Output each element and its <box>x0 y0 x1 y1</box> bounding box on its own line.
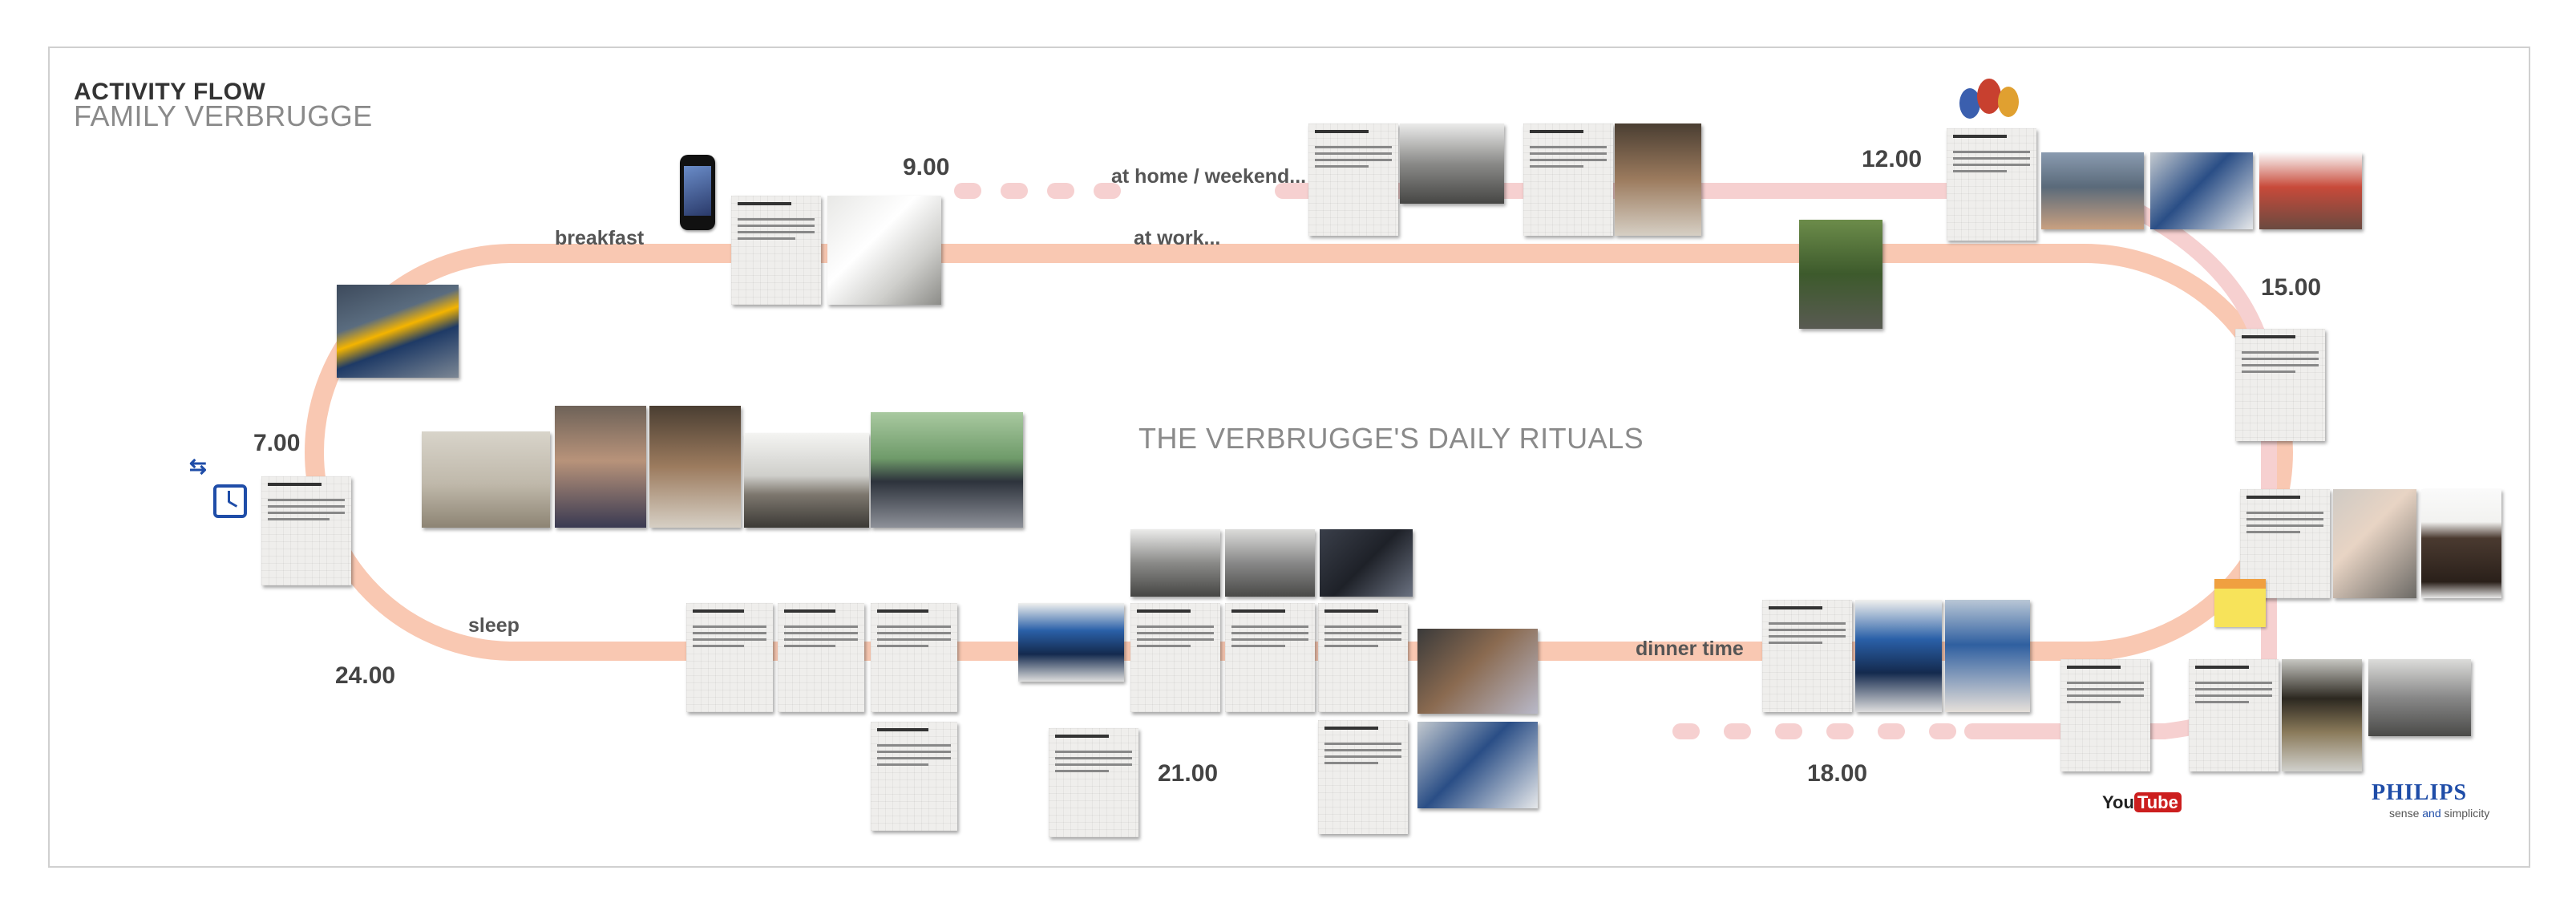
tagline-sense: sense <box>2389 807 2420 820</box>
note-youtube <box>2060 659 2150 771</box>
photo-set-top-1 <box>1130 529 1220 597</box>
photo-kids-tv <box>1855 600 1942 712</box>
center-title: THE VERBRUGGE'S DAILY RITUALS <box>1138 422 1644 455</box>
label-sleep: sleep <box>468 614 520 637</box>
label-dinner-time: dinner time <box>1636 638 1744 660</box>
note-sleep-3 <box>871 603 957 712</box>
label-breakfast: breakfast <box>555 227 645 249</box>
time-21: 21.00 <box>1158 760 1219 787</box>
note-15 <box>2235 329 2325 441</box>
photo-garden <box>1799 220 1882 329</box>
note-weekend-1 <box>1308 123 1398 236</box>
photo-speaker-shelf <box>1400 123 1504 204</box>
photo-desk-device <box>2368 659 2471 736</box>
note-afternoon <box>2240 489 2330 598</box>
photo-home-interior <box>1615 123 1701 236</box>
time-18: 18.00 <box>1807 760 1868 787</box>
sticky-note <box>2214 579 2266 627</box>
note-7 <box>261 476 351 585</box>
photo-car <box>871 412 1023 528</box>
photo-kids-computer <box>2041 152 2144 229</box>
time-15: 15.00 <box>2261 274 2322 301</box>
tagline-and: and <box>2422 807 2441 820</box>
note-evening-2 <box>1318 720 1408 834</box>
photo-watching <box>1417 629 1538 714</box>
alarm-clock-icon <box>213 484 247 518</box>
note-late-afternoon <box>2189 659 2279 771</box>
youtube-you: You <box>2102 792 2134 812</box>
time-9: 9.00 <box>903 154 950 180</box>
note-21-c <box>1049 728 1138 837</box>
label-at-home-weekend: at home / weekend... <box>1111 165 1307 188</box>
note-sleep-2 <box>778 603 864 712</box>
photo-pillow <box>827 196 941 305</box>
note-evening-1 <box>1318 603 1408 712</box>
photo-stones <box>2282 659 2362 771</box>
photo-father-child <box>555 406 646 528</box>
note-12 <box>1947 128 2036 241</box>
note-breakfast <box>731 196 821 305</box>
photo-computer-screen <box>2150 152 2253 229</box>
note-weekend-2 <box>1523 123 1613 236</box>
photo-mother-kitchen <box>649 406 741 528</box>
note-sleep-4 <box>871 722 957 831</box>
photo-speaker <box>2421 489 2501 598</box>
photo-flat-tv <box>1018 603 1124 682</box>
poster-subtitle: FAMILY VERBRUGGE <box>74 99 373 132</box>
toy-figures-icon <box>1956 74 2022 122</box>
label-at-work: at work... <box>1134 227 1221 249</box>
photo-cat <box>744 433 869 528</box>
note-21-b <box>1225 603 1315 712</box>
photo-set-top-2 <box>1225 529 1315 597</box>
smartphone-icon <box>680 155 715 230</box>
photo-hands-device <box>2333 489 2416 598</box>
note-21-a <box>1130 603 1220 712</box>
photo-set-top-3 <box>1320 529 1413 597</box>
philips-tagline: sense and simplicity <box>2389 807 2489 820</box>
time-24: 24.00 <box>335 662 396 689</box>
photo-tv-room <box>1945 600 2030 712</box>
tagline-simplicity: simplicity <box>2444 807 2490 820</box>
photo-tv-screen <box>1417 722 1538 808</box>
note-dinner <box>1762 600 1852 712</box>
ns-logo-icon: ⇆ <box>189 454 207 478</box>
photo-kids-playing <box>2259 152 2362 229</box>
time-12: 12.00 <box>1862 146 1923 172</box>
philips-logo: PHILIPS <box>2372 780 2468 805</box>
note-sleep-1 <box>686 603 773 712</box>
photo-living-room <box>422 431 550 528</box>
youtube-tube: Tube <box>2133 792 2182 812</box>
time-7: 7.00 <box>253 430 301 456</box>
photo-train <box>337 285 459 378</box>
poster-title: ACTIVITY FLOW <box>74 79 266 105</box>
